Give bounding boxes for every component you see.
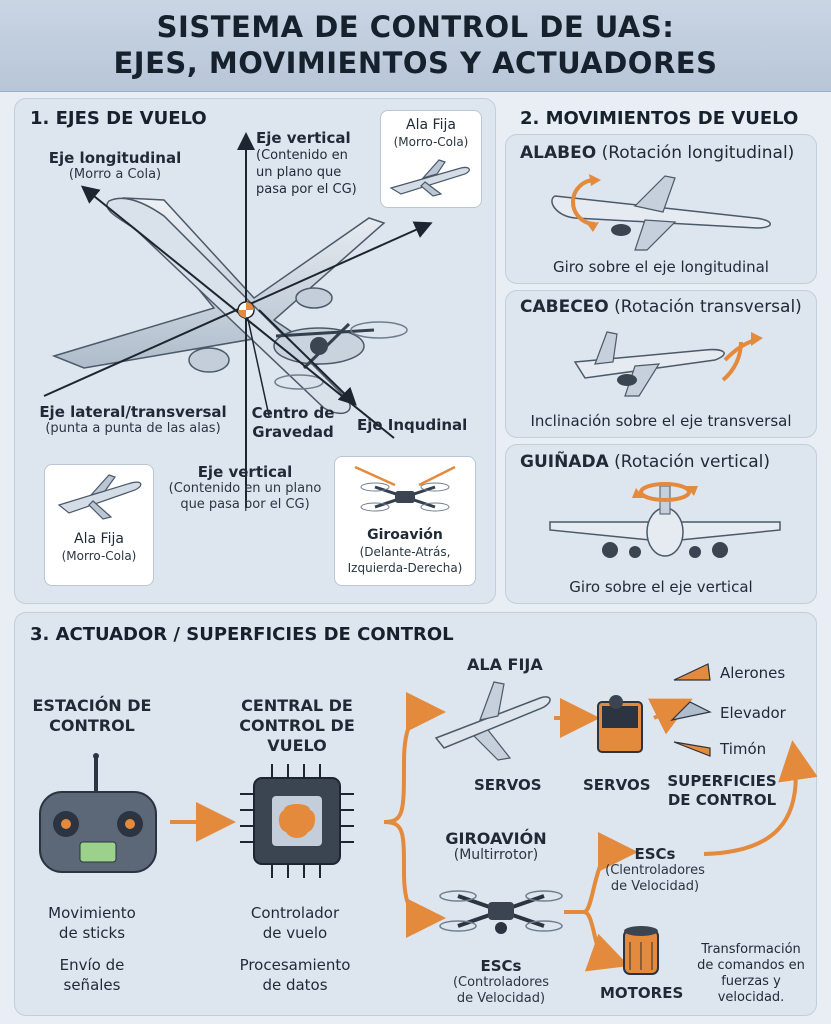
page-title-line-1: SISTEMA DE CONTROL DE UAS:	[156, 10, 675, 44]
pitch-caption: Inclinación sobre el eje transversal	[530, 412, 792, 430]
cg-label: Centro de Gravedad	[251, 404, 335, 441]
inqudinal-axis-label: Eje Inqudinal	[357, 416, 468, 434]
pitch-title: CABECEO (Rotación transversal)	[520, 297, 802, 317]
fc-title: CENTRAL DE CONTROL DE VUELO	[239, 696, 355, 755]
actuators-section-title: 3. ACTUADOR / SUPERFICIES DE CONTROL	[30, 624, 454, 645]
roll-title: ALABEO (Rotación longitudinal)	[520, 143, 795, 163]
fc-text-1: Controlador de vuelo	[250, 904, 340, 942]
center-of-gravity-icon	[237, 301, 255, 319]
lateral-axis-line	[43, 221, 433, 397]
roll-caption: Giro sobre el eje longitudinal	[553, 258, 769, 276]
lateral-axis-label: Eje lateral/transversal (punta a punta d…	[39, 403, 227, 437]
surface-elevator: Elevador	[720, 704, 786, 722]
card-fixed-wing-left: Ala Fija (Morro-Cola)	[44, 464, 154, 586]
yaw-title: GUIÑADA (Rotación vertical)	[520, 452, 770, 472]
card-multirotor: Giroavión (Delante-Atrás, Izquierda-Dere…	[334, 456, 476, 586]
small-airplane-icon	[57, 474, 142, 520]
rudder-icon	[673, 741, 711, 757]
big-airplane-illustration	[51, 197, 386, 414]
transform-text: Transformación de comandos en fuerzas y …	[697, 942, 805, 1005]
servo-icon	[597, 695, 643, 753]
page-title-line-2: EJES, MOVIMIENTOS Y ACTUADORES	[113, 46, 718, 80]
aileron-icon	[673, 663, 711, 681]
title-bar	[0, 0, 831, 92]
controller-icon	[39, 753, 157, 873]
multirotor-esc-label: ESCs (Controladores de Velocidad)	[452, 957, 550, 1007]
fixed-wing-airplane-icon	[434, 681, 551, 761]
surface-ailerons: Alerones	[720, 664, 786, 682]
vertical-axis-top-label: Eje vertical (Contenido en un plano que …	[256, 129, 357, 198]
control-surfaces-icons	[670, 663, 712, 757]
actuators-flow-arrows	[170, 692, 817, 972]
servos-label-2: SERVOS	[583, 776, 651, 794]
fc-text-2: Procesamiento de datos	[239, 956, 351, 994]
fixed-wing-title: ALA FIJA	[467, 655, 543, 674]
multirotor-title: GIROAVIÓN (Multirrotor)	[445, 829, 547, 863]
small-airplane-icon	[389, 159, 470, 197]
multirotor-drone-icon	[439, 890, 563, 934]
motors-label: MOTORES	[600, 984, 684, 1002]
small-drone-icon	[354, 465, 456, 512]
yaw-arrow-icon	[639, 482, 691, 502]
vertical-axis-bottom-label: Eje vertical (Contenido en un plano que …	[168, 463, 322, 513]
servos-label-1: SERVOS	[474, 776, 542, 794]
axes-section-title: 1. EJES DE VUELO	[30, 108, 207, 129]
surfaces-title: SUPERFICIES DE CONTROL	[667, 772, 777, 809]
motor-icon	[623, 926, 659, 975]
station-text-1: Movimiento de sticks	[48, 904, 136, 942]
esc-right-label: ESCs (Clentroladores de Velocidad)	[605, 845, 705, 895]
axes-diagram	[43, 132, 433, 508]
roll-arrow-icon	[571, 178, 596, 226]
pitch-airplane-illustration	[573, 331, 763, 397]
station-title: ESTACIÓN DE CONTROL	[32, 696, 152, 735]
station-text-2: Envío de señales	[59, 956, 125, 994]
cg-pointer-line	[245, 309, 270, 417]
surface-rudder: Timón	[720, 740, 767, 758]
card-fixed-wing-top: Ala Fija (Morro-Cola)	[380, 110, 482, 208]
movements-section-title: 2. MOVIMIENTOS DE VUELO	[520, 108, 799, 129]
roll-airplane-illustration	[551, 174, 771, 251]
flight-controller-chip-icon	[240, 764, 354, 878]
longitudinal-axis-label: Eje longitudinal (Morro a Cola)	[48, 149, 182, 183]
elevator-icon	[670, 701, 712, 722]
yaw-airplane-illustration	[549, 482, 781, 558]
inqudinal-axis-line	[258, 309, 357, 406]
yaw-caption: Giro sobre el eje vertical	[569, 578, 753, 596]
